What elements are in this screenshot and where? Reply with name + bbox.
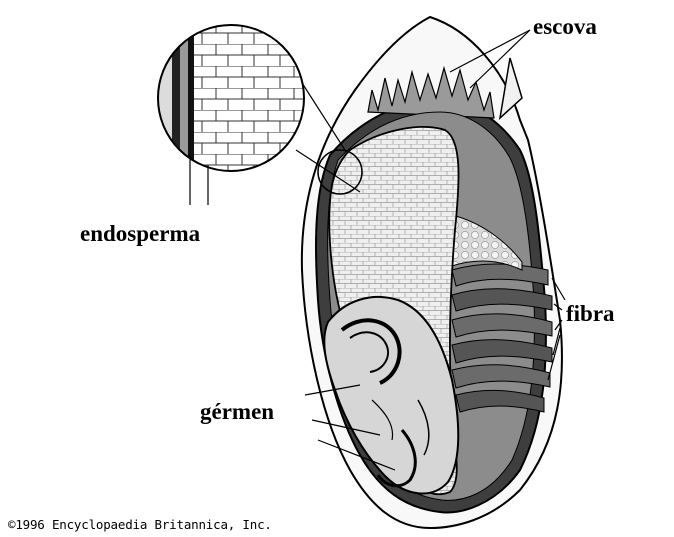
label-escova: escova <box>533 15 597 38</box>
copyright-credit: ©1996 Encyclopaedia Britannica, Inc. <box>8 517 272 532</box>
label-germen: gérmen <box>200 400 274 423</box>
label-endosperma: endosperma <box>80 222 200 245</box>
label-fibra: fibra <box>566 302 615 325</box>
